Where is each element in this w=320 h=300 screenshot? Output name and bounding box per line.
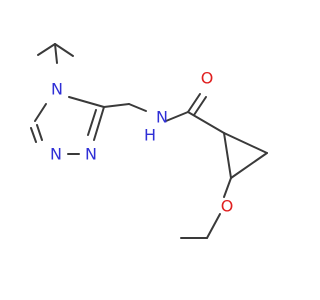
atom-label-n4: N — [51, 80, 63, 99]
bond-c3-ch2 — [103, 103, 130, 108]
bond-n4-c5 — [34, 103, 47, 122]
bond-cyclopropyl-c1-c2 — [223, 132, 268, 154]
atom-label-amide-nitrogen: N — [156, 108, 168, 127]
bond-carbonyl-c-cyclopropyl — [187, 111, 225, 134]
bond-c5-n1 — [36, 124, 43, 141]
bond-isopropyl-methyl-right — [54, 43, 74, 57]
bond-ether-o-ch2 — [206, 213, 221, 239]
bond-nh-carbonyl-c — [165, 111, 189, 122]
atom-label-n1: N — [50, 145, 62, 164]
atom-label-n2: N — [85, 145, 97, 164]
bond-cyclopropyl-ether-o — [223, 177, 232, 198]
bond-n2-c3-double — [87, 109, 97, 136]
bond-cyclopropyl-c2-c3 — [230, 152, 268, 179]
molecule-structure: N N N N H O O — [0, 0, 300, 300]
bond-isopropyl-to-n4 — [54, 43, 58, 64]
bond-carbonyl-c-o — [187, 93, 201, 113]
bond-ch2-nh — [128, 103, 147, 112]
atom-label-ether-oxygen: O — [221, 197, 234, 216]
bond-carbonyl-c-o-double — [193, 96, 207, 116]
bond-n2-c3 — [93, 106, 105, 141]
atom-label-amide-hydrogen: H — [144, 126, 156, 145]
atom-label-carbonyl-oxygen: O — [201, 69, 214, 88]
bond-c5-n1-double — [30, 127, 37, 143]
background — [0, 0, 300, 300]
bond-c3-n4 — [68, 96, 105, 108]
bond-cyclopropyl-c3-c1 — [223, 132, 232, 179]
bond-isopropyl-methyl-left — [37, 43, 56, 56]
